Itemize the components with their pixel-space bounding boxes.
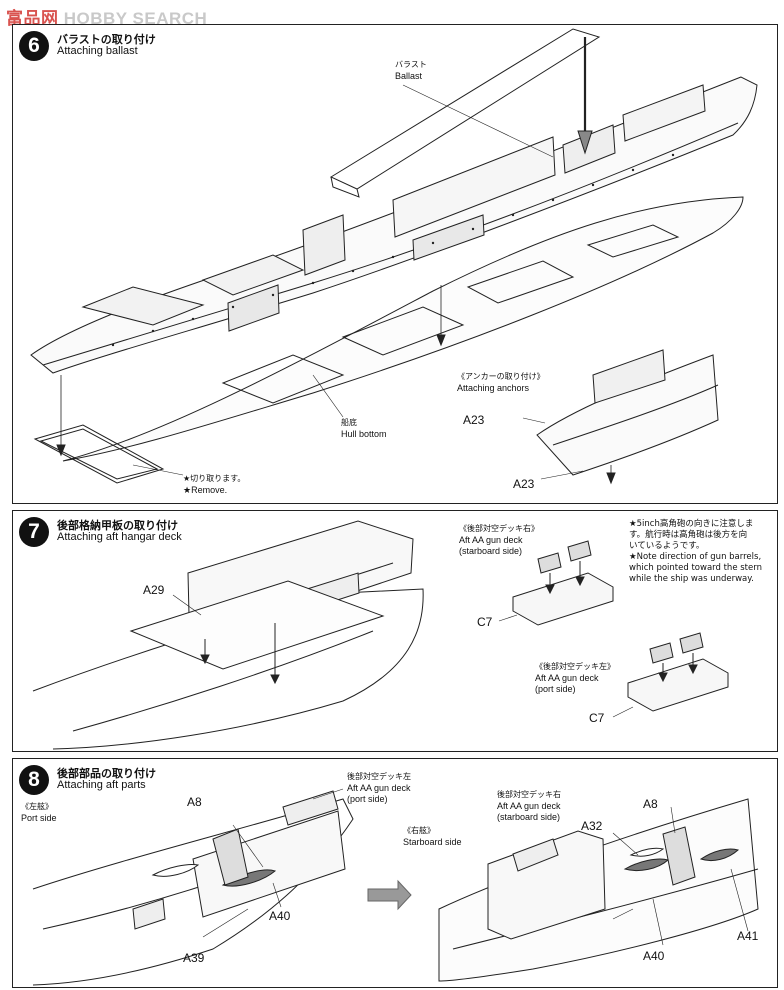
gun-direction-note: ★5inch高角砲の向きに注意しま す。航行時は高角砲は後方を向 いているようで… [629,519,775,585]
hull-bottom-label-jp: 船底 [341,418,357,427]
step-7-title-en: Attaching aft hangar deck [57,531,182,543]
step-7-drawing [13,511,777,751]
port-deck-label-jp: 《後部対空デッキ左》 [535,662,615,671]
starboard-deck-label-en: Aft AA gun deck [459,535,523,545]
step-7-title-jp: 後部格納甲板の取り付け [57,519,178,532]
step-8-title-en: Attaching aft parts [57,779,146,791]
port-deck-label-side: (port side) [535,684,576,694]
note-line: いているようです。 [629,541,705,551]
starboard-deck-label-jp: 《後部対空デッキ右》 [459,524,539,533]
step-7-panel: 7 後部格納甲板の取り付け Attaching aft hangar deck … [12,510,778,752]
starboard-side-label-en: Starboard side [403,837,462,847]
part-label: A23 [463,413,485,427]
step-6-title-jp: バラストの取り付け [57,33,156,46]
ballast-label-en: Ballast [395,71,423,81]
watermark-logo: 富品网 [6,9,59,28]
step-6-title-en: Attaching ballast [57,45,138,57]
right-deck-label-en: Aft AA gun deck [497,801,561,811]
left-deck-label-jp: 後部対空デッキ左 [347,772,411,781]
step-6-panel: 6 バラストの取り付け Attaching ballast バラスト Balla… [12,24,778,504]
step-8-number: 8 [19,765,49,795]
ballast-label-jp: バラスト [395,60,427,69]
step-8-panel: 8 後部部品の取り付け Attaching aft parts 《左舷》 Por… [12,758,778,988]
part-label: A8 [643,797,658,811]
note-line: which pointed toward the stern [629,563,762,573]
watermark: 富品网 HOBBY SEARCH [6,4,207,29]
note-line: ★Note direction of gun barrels, [629,552,762,562]
step-6-drawing [13,25,777,503]
right-deck-label-jp: 後部対空デッキ右 [497,790,561,799]
part-label: C7 [589,711,605,725]
port-side-label-en: Port side [21,813,57,823]
anchors-label-en: Attaching anchors [457,383,530,393]
left-deck-label-side: (port side) [347,794,388,804]
part-label: A40 [643,949,665,963]
port-side-label-jp: 《左舷》 [21,802,53,811]
anchors-label-jp: 《アンカーの取り付け》 [457,372,545,381]
step-8-drawing [13,759,777,987]
step-7-number: 7 [19,517,49,547]
part-label: A40 [269,909,291,923]
part-label: A41 [737,929,759,943]
right-deck-label-side: (starboard side) [497,812,561,822]
part-label: A29 [143,583,165,597]
starboard-deck-label-side: (starboard side) [459,546,523,556]
part-label: A32 [581,819,603,833]
port-deck-label-en: Aft AA gun deck [535,673,599,683]
part-label: A8 [187,795,202,809]
left-deck-label-en: Aft AA gun deck [347,783,411,793]
note-line: while the ship was underway. [629,574,754,584]
hull-bottom-label-en: Hull bottom [341,429,387,439]
step-8-title-jp: 後部部品の取り付け [57,767,156,780]
note-line: す。航行時は高角砲は後方を向 [629,530,748,540]
remove-label-en: ★Remove. [183,485,228,495]
remove-label-jp: ★切り取ります。 [183,474,246,483]
note-line: ★5inch高角砲の向きに注意しま [629,519,754,529]
step-6-number: 6 [19,31,49,61]
starboard-side-label-jp: 《右舷》 [403,826,435,835]
watermark-text: HOBBY SEARCH [63,9,208,28]
part-label: A23 [513,477,535,491]
part-label: A39 [183,951,205,965]
part-label: C7 [477,615,493,629]
